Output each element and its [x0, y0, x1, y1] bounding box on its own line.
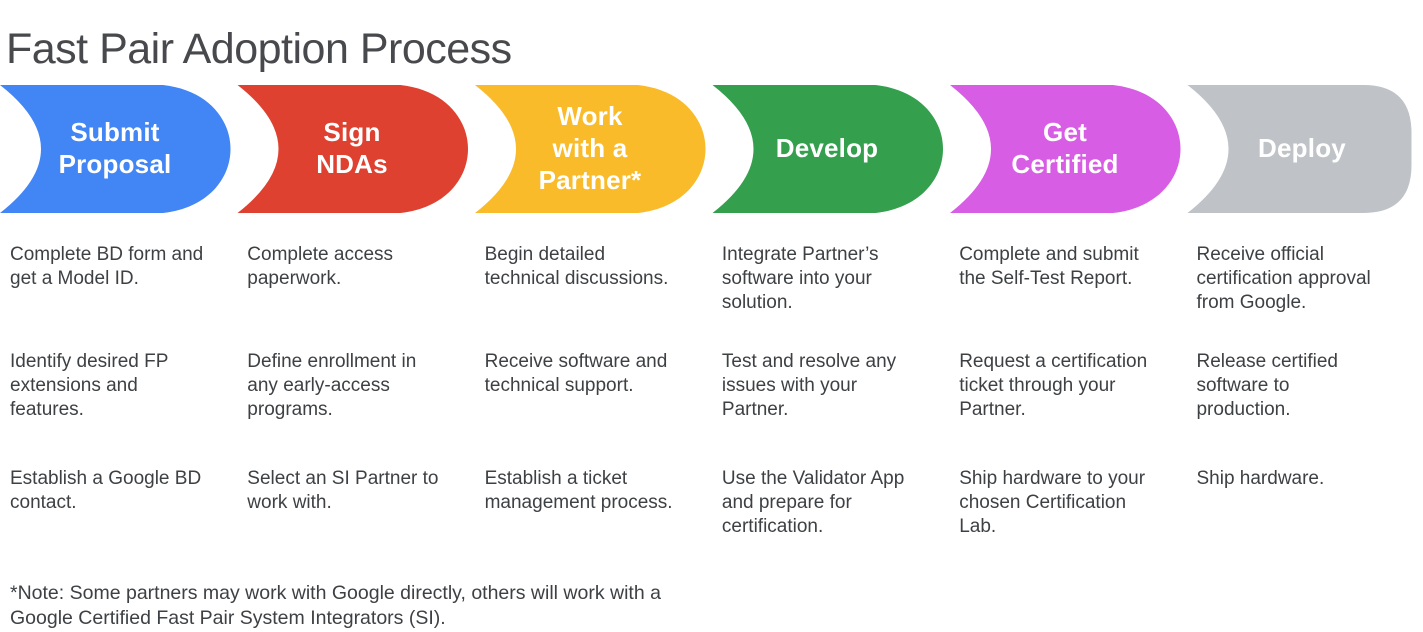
- page-title: Fast Pair Adoption Process: [6, 24, 512, 73]
- step-descriptions: Complete BD form and get a Model ID. Com…: [10, 243, 1423, 539]
- process-band-shapes: [0, 85, 1412, 213]
- step-label-work-with-partner: Work with a Partner*: [538, 101, 642, 195]
- step-description: Complete BD form and get a Model ID.: [10, 244, 204, 289]
- step-description: Receive official certification approval …: [1196, 244, 1371, 313]
- step-label-get-certified: Get Certified: [1011, 117, 1119, 179]
- step-description: Use the Validator App and prepare for ce…: [721, 468, 905, 537]
- step-description: Ship hardware.: [1196, 468, 1325, 489]
- step-description: Begin detailed technical discussions.: [484, 244, 669, 289]
- step-description: Request a certification ticket through y…: [959, 351, 1148, 420]
- step-description: Ship hardware to your chosen Certificati…: [959, 468, 1146, 537]
- step-label-develop: Develop: [775, 133, 879, 164]
- step-label-submit-proposal: Submit Proposal: [58, 117, 172, 179]
- step-description: Select an SI Partner to work with.: [247, 468, 439, 513]
- step-description: Test and resolve any issues with your Pa…: [721, 351, 897, 420]
- step-description: Complete and submit the Self-Test Report…: [959, 244, 1139, 289]
- step-label-deploy: Deploy: [1258, 133, 1346, 164]
- step-description: Receive software and technical support.: [484, 351, 668, 396]
- footnote: *Note: Some partners may work with Googl…: [10, 582, 661, 630]
- step-shape-work-with-partner: [475, 85, 706, 213]
- step-shape-submit-proposal: [0, 85, 231, 213]
- step-shape-deploy: [1187, 85, 1412, 213]
- step-description: Integrate Partner’s software into your s…: [721, 244, 879, 313]
- step-description: Establish a Google BD contact.: [10, 468, 202, 513]
- step-label-sign-ndas: Sign NDAs: [316, 117, 388, 179]
- process-band: Submit Proposal Sign NDAs Work with a Pa…: [0, 85, 1423, 213]
- step-description: Establish a ticket management process.: [484, 468, 673, 513]
- step-shape-get-certified: [950, 85, 1181, 213]
- step-description: Identify desired FP extensions and featu…: [10, 351, 169, 420]
- step-shape-develop: [712, 85, 943, 213]
- step-shape-sign-ndas: [237, 85, 468, 213]
- step-description: Complete access paperwork.: [247, 244, 394, 289]
- step-description: Define enrollment in any early-access pr…: [247, 351, 417, 420]
- step-description: Release certified software to production…: [1196, 351, 1339, 420]
